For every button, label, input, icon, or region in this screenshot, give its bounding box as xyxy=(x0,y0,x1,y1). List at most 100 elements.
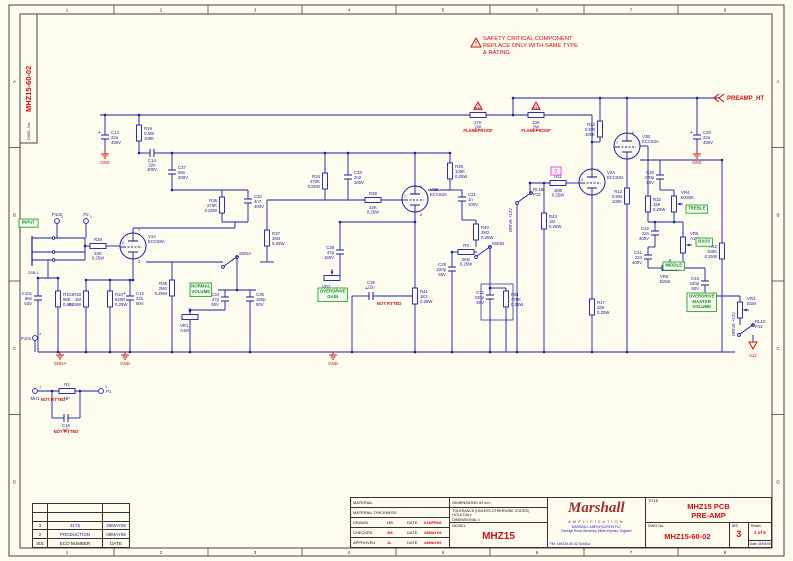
component-label: 63V xyxy=(24,301,32,306)
component-label: 400V xyxy=(632,260,642,265)
component-label: 470p xyxy=(644,175,654,180)
resistor-body xyxy=(322,172,328,190)
junction-dot xyxy=(413,151,417,155)
pad-label: P2 xyxy=(83,212,89,217)
control-label-box xyxy=(695,237,713,247)
component-C16 xyxy=(59,414,73,422)
jack-contact-tip xyxy=(51,250,56,254)
tube-label: ECC83A xyxy=(642,139,659,144)
revision-iss: 2 xyxy=(33,530,48,539)
revision-date: 28MAY09 xyxy=(106,522,126,528)
component-ref: R38 xyxy=(369,191,377,196)
junction-dot xyxy=(108,350,112,354)
control-label-box xyxy=(317,287,348,302)
component-C41 xyxy=(644,250,652,264)
component-label: 400V xyxy=(178,175,188,180)
component-label: C20 xyxy=(703,130,711,135)
component-label: 0.25W xyxy=(455,174,468,179)
component-label: 2M2 xyxy=(481,230,490,235)
component-label: 0.5W xyxy=(612,194,623,199)
component-value: 0.25W xyxy=(92,256,105,261)
component-label: C101 xyxy=(22,291,33,296)
component-label: 0.25W xyxy=(481,235,494,240)
component-R36 xyxy=(219,196,225,214)
border-column-label: 4 xyxy=(348,8,351,13)
component-label: A1M xyxy=(690,236,699,241)
title-block: MATERIAL MATERIAL THICKNESS DRAWN HG DAT… xyxy=(350,497,772,548)
revision-eco xyxy=(48,504,103,512)
component-label: R22 xyxy=(587,122,595,127)
component-C12 xyxy=(126,291,134,305)
component-R38 xyxy=(364,197,382,203)
junction-dot xyxy=(542,350,546,354)
resistor-body xyxy=(364,197,382,203)
resistor-body xyxy=(83,290,89,308)
switch-contact xyxy=(474,255,478,259)
resistor-body xyxy=(89,243,107,249)
revision-eco xyxy=(48,512,103,521)
resistor-body xyxy=(55,290,61,308)
component-value: 2M2 xyxy=(462,257,471,262)
junction-dot xyxy=(50,389,54,393)
ground-label: GND xyxy=(328,361,338,366)
component-label: 100K xyxy=(144,136,154,141)
junction-dot xyxy=(450,250,454,254)
component-label: 68n xyxy=(25,296,33,301)
junction-dot xyxy=(590,140,594,144)
component-label: C43 xyxy=(691,276,699,281)
component-value: NF xyxy=(64,396,70,401)
pad-circle xyxy=(32,388,38,394)
component-R101 xyxy=(55,290,61,308)
component-label: 50V xyxy=(136,301,144,306)
component-label: VR4 xyxy=(681,190,690,195)
component-value: 22K xyxy=(369,205,377,210)
component-value: 2W xyxy=(533,125,540,130)
component-C37 xyxy=(168,165,176,179)
tolerance-line2: HOLE DIA ± xyxy=(452,513,472,518)
resistor-body xyxy=(412,287,418,305)
component-R43 xyxy=(541,212,547,230)
switch-label: RL1B xyxy=(533,187,544,192)
resistor-body xyxy=(58,388,76,394)
component-ref: R2 xyxy=(64,382,70,387)
component-label: 0.25W xyxy=(205,208,218,213)
junction-dot xyxy=(128,350,132,354)
switch-label: P12 xyxy=(533,192,541,197)
ground-symbol-GND xyxy=(121,352,129,360)
revision-eco: PRODUCTION xyxy=(48,530,103,539)
option-box xyxy=(480,283,514,321)
component-label: R17 xyxy=(597,300,605,305)
junction-dot xyxy=(511,96,515,100)
pad-pin-number: 1 xyxy=(61,215,63,219)
border-column-label: 2 xyxy=(160,550,163,555)
component-C101 xyxy=(34,291,42,305)
component-C36 xyxy=(246,292,254,306)
component-ref: R3 xyxy=(463,243,469,248)
resistor-body xyxy=(136,124,142,142)
revision-iss xyxy=(33,512,48,521)
dwg-number-label: DWG. No. xyxy=(26,122,31,140)
polarity-plus: + xyxy=(98,130,101,136)
component-C29 xyxy=(448,262,456,276)
component-label: 47p xyxy=(212,297,220,302)
material-thickness-label: MATERIAL THICKNESS xyxy=(353,510,397,515)
tube-V1B xyxy=(401,185,429,213)
component-R61 xyxy=(503,290,509,308)
resistor-body xyxy=(527,112,545,118)
component-label: R19 xyxy=(144,126,152,131)
tube-label: ECC83A xyxy=(430,192,447,197)
junction-dot xyxy=(625,96,629,100)
component-label: 0.25W xyxy=(420,299,433,304)
checked-date-value: 28MAY09 xyxy=(424,530,442,535)
component-value: 22K xyxy=(94,251,102,256)
component-label: 100K xyxy=(612,199,622,204)
component-label: 470K xyxy=(310,179,320,184)
component-label: R43 xyxy=(549,214,557,219)
approved-label: APPROVED xyxy=(353,540,376,545)
junction-dot xyxy=(84,278,88,282)
pad-circle xyxy=(83,218,89,224)
company-address: MARSHALL AMPLIFICATION PLC Denbigh Road,… xyxy=(548,525,645,534)
revision-iss: 3 xyxy=(33,521,48,530)
component-label: 0.25W xyxy=(155,291,168,296)
